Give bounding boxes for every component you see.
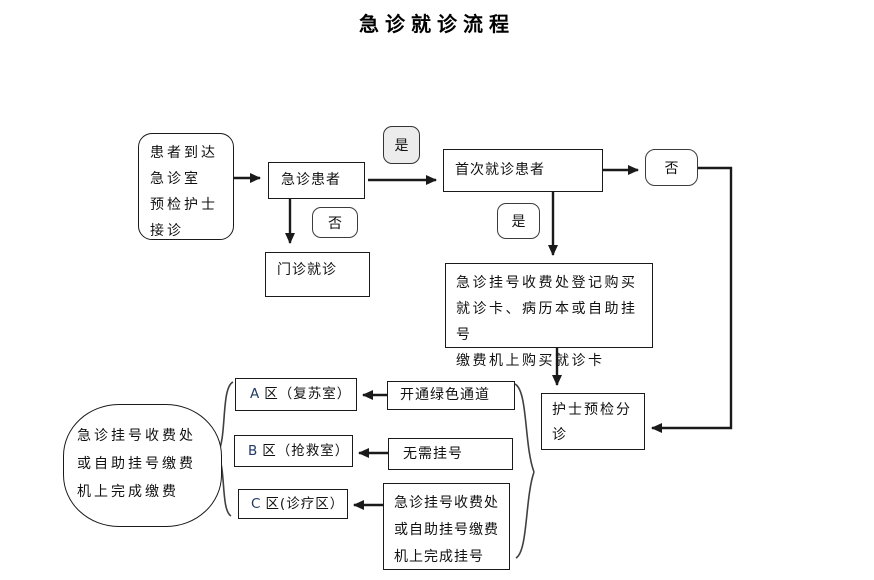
node-zone-b: B 区（抢救室） [234,435,353,467]
badge-yes-top-label: 是 [394,138,409,154]
badge-yes-mid: 是 [497,203,540,239]
node-patient-arrival-line: 预检护士 [150,197,218,213]
page-title: 急诊就诊流程 [359,12,515,36]
node-zone-b-letter: B [248,442,258,459]
node-patient-arrival-line: 患者到达 [150,145,218,161]
node-patient-arrival: 患者到达 急诊室 预检护士 接诊 [138,133,234,240]
node-triage-line: 诊 [552,427,568,443]
badge-yes-mid-label: 是 [511,214,526,230]
badge-yes-top: 是 [383,126,420,164]
node-first-visit-label: 首次就诊患者 [455,162,545,178]
node-zone-a-label: 区（复苏室） [264,386,352,402]
node-green-channel: 开通绿色通道 [387,381,515,410]
badge-no-mid: 否 [312,207,358,238]
node-payment-terminator-line: 或自助挂号缴费 [77,456,196,472]
node-triage: 护士预检分 诊 [541,393,645,450]
node-outpatient: 门诊就诊 [265,252,370,297]
badge-no-top-right: 否 [645,149,698,186]
node-zone-c: C 区(诊疗区） [238,489,348,519]
node-payment-terminator: 急诊挂号收费处 或自助挂号缴费 机上完成缴费 [63,404,222,527]
node-registration-line: 急诊挂号收费处登记购买 [456,275,638,291]
brace-right [514,383,535,559]
node-registration: 急诊挂号收费处登记购买 就诊卡、病历本或自助挂号 缴费机上购买就诊卡 [445,263,653,369]
node-complete-registration-line: 机上完成挂号 [394,549,484,565]
node-complete-registration-line: 或自助挂号缴费 [394,522,499,538]
node-no-registration-label: 无需挂号 [403,445,463,462]
node-registration-line: 就诊卡、病历本或自助挂号 [456,301,638,343]
node-emergency-patient-label: 急诊患者 [281,172,341,188]
badge-no-top-right-label: 否 [664,160,679,177]
node-complete-registration: 急诊挂号收费处 或自助挂号缴费 机上完成挂号 [383,483,510,570]
node-payment-terminator-line: 急诊挂号收费处 [77,428,196,444]
node-zone-a: A 区（复苏室） [235,378,357,411]
node-payment-terminator-line: 机上完成缴费 [77,484,179,500]
node-zone-b-label: 区（抢救室） [262,442,350,459]
node-registration-line: 缴费机上购买就诊卡 [456,353,605,369]
node-no-registration: 无需挂号 [388,438,513,470]
node-emergency-patient: 急诊患者 [268,162,365,199]
node-green-channel-label: 开通绿色通道 [400,387,490,403]
node-patient-arrival-line: 急诊室 [150,171,201,187]
node-outpatient-label: 门诊就诊 [277,262,337,278]
node-zone-c-letter: C [251,495,261,512]
node-patient-arrival-line: 接诊 [150,223,184,239]
node-complete-registration-line: 急诊挂号收费处 [394,495,499,511]
node-zone-c-label: 区(诊疗区） [265,495,345,512]
badge-no-mid-label: 否 [328,215,342,232]
node-triage-line: 护士预检分 [552,402,632,418]
node-first-visit: 首次就诊患者 [443,149,603,192]
arrow-no-loop-to-triage [651,166,733,433]
node-zone-a-letter: A [250,386,260,402]
